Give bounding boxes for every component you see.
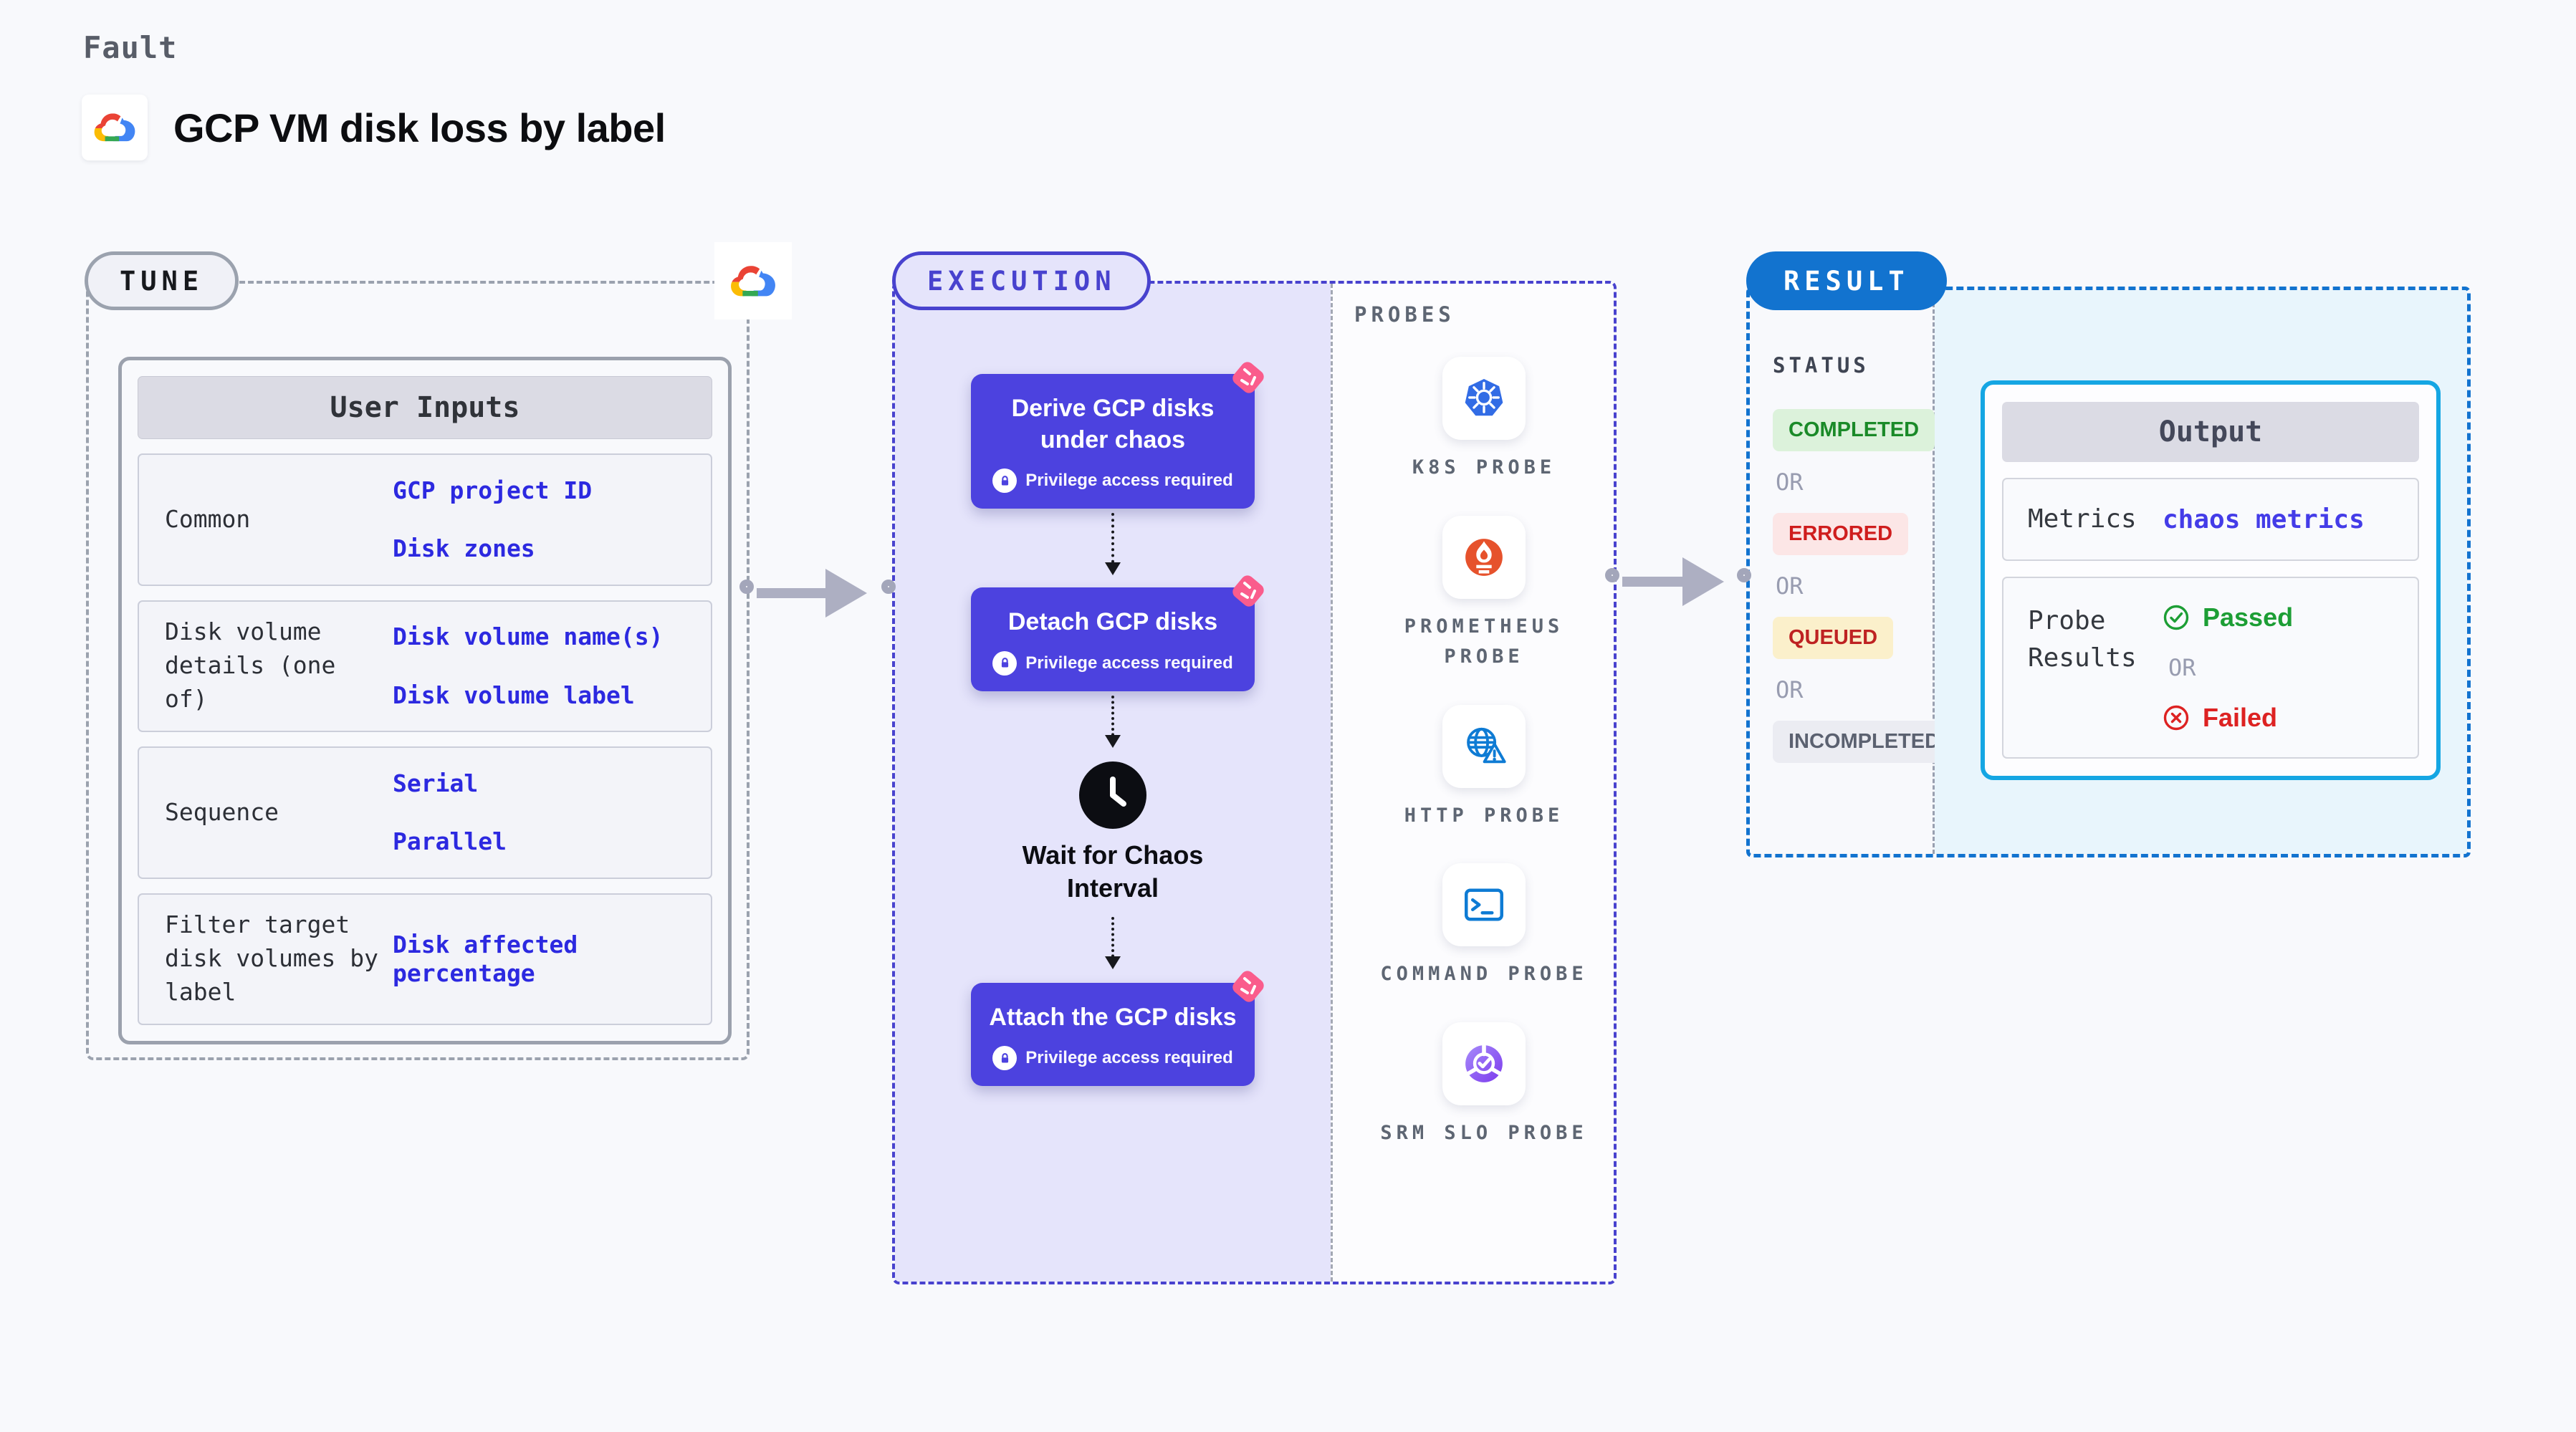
status-badge-queued: QUEUED — [1773, 617, 1894, 659]
fault-kicker: Fault — [83, 30, 178, 65]
status-list: COMPLETED OR ERRORED OR QUEUED OR INCOMP… — [1773, 409, 1956, 763]
probe-results-label: Probe Results — [2028, 606, 2137, 673]
probe-k8s: K8S PROBE — [1380, 357, 1588, 483]
privilege-label: Privilege access required — [1025, 653, 1233, 673]
privilege-note: Privilege access required — [992, 1046, 1233, 1071]
output-panel: Output Metrics chaos metrics Probe Resul… — [1981, 380, 2441, 780]
x-circle-icon — [2163, 705, 2189, 731]
status-heading: STATUS — [1773, 353, 1869, 378]
lock-icon — [992, 650, 1018, 676]
probes-list: K8S PROBE PROMETHEUS PROBE — [1354, 357, 1614, 1148]
check-circle-icon — [2163, 605, 2189, 630]
tune-badge: TUNE — [85, 251, 239, 310]
failed-label: Failed — [2203, 703, 2278, 732]
metrics-row: Metrics chaos metrics — [2002, 478, 2419, 561]
flow-arrow-down — [1105, 917, 1121, 970]
metrics-value: chaos metrics — [2163, 504, 2365, 534]
table-row: Filter target disk volumes by label Disk… — [138, 893, 712, 1025]
lock-icon — [992, 1046, 1018, 1071]
gcp-cloud-logo-icon — [714, 242, 792, 319]
tune-section — [86, 281, 750, 1060]
table-row: Disk volume details (one of) Disk volume… — [138, 600, 712, 732]
user-inputs-header: User Inputs — [138, 376, 712, 439]
probe-label: HTTP PROBE — [1404, 804, 1564, 827]
privilege-note: Privilege access required — [992, 468, 1233, 494]
row-value: Disk volume name(s) — [393, 623, 664, 651]
row-label: Disk volume details (one of) — [165, 618, 336, 713]
metrics-label: Metrics — [2028, 504, 2137, 534]
page-header: GCP VM disk loss by label — [82, 95, 666, 160]
output-header: Output — [2002, 402, 2419, 462]
probe-command: COMMAND PROBE — [1380, 863, 1588, 989]
status-column: STATUS COMPLETED OR ERRORED OR QUEUED OR… — [1750, 290, 1956, 854]
probes-panel: PROBES — [1331, 284, 1614, 1282]
row-label: Sequence — [165, 797, 279, 826]
probe-results-row: Probe Results Passed OR — [2002, 577, 2419, 759]
http-globe-icon — [1442, 704, 1526, 788]
probe-label: K8S PROBE — [1412, 456, 1556, 479]
kubernetes-icon — [1442, 357, 1526, 440]
privilege-note: Privilege access required — [992, 650, 1233, 676]
page-title: GCP VM disk loss by label — [173, 105, 666, 150]
gcp-cloud-logo-icon — [82, 95, 148, 160]
row-value: Serial — [393, 769, 479, 797]
probe-label: COMMAND PROBE — [1380, 963, 1588, 986]
status-badge-completed: COMPLETED — [1773, 409, 1935, 451]
clock-icon — [1079, 761, 1146, 829]
step-title: Derive GCP disks under chaos — [1011, 395, 1215, 454]
chaos-badge-icon — [1226, 964, 1270, 1012]
flow-arrow-down — [1105, 513, 1121, 576]
result-badge: RESULT — [1746, 251, 1947, 310]
or-label: OR — [1776, 468, 1804, 496]
status-badge-errored: ERRORED — [1773, 513, 1909, 555]
output-pane: Output Metrics chaos metrics Probe Resul… — [1935, 290, 2467, 854]
probe-srm-slo: SRM SLO PROBE — [1380, 1022, 1588, 1148]
row-value: GCP project ID — [393, 476, 593, 504]
or-label: OR — [2168, 654, 2196, 681]
table-row: Common GCP project ID Disk zones — [138, 453, 712, 586]
row-value: Parallel — [393, 827, 507, 856]
privilege-label: Privilege access required — [1025, 1048, 1233, 1068]
passed-line: Passed — [2163, 602, 2410, 633]
row-value: Disk affected percentage — [393, 931, 578, 987]
chaos-badge-icon — [1226, 355, 1270, 403]
execution-section: Derive GCP disks under chaos Privilege a… — [892, 281, 1617, 1284]
step-derive-gcp-disks: Derive GCP disks under chaos Privilege a… — [971, 362, 1264, 509]
probes-heading: PROBES — [1354, 302, 1455, 327]
probe-label: SRM SLO PROBE — [1380, 1122, 1588, 1145]
probe-http: HTTP PROBE — [1380, 704, 1588, 831]
terminal-icon — [1442, 863, 1526, 947]
step-attach-gcp-disks: Attach the GCP disks Privilege access re… — [971, 971, 1264, 1087]
row-label: Common — [165, 504, 251, 533]
tune-to-execution-arrow — [739, 566, 896, 620]
result-section: STATUS COMPLETED OR ERRORED OR QUEUED OR… — [1746, 287, 2471, 857]
slo-pie-icon — [1442, 1022, 1526, 1106]
probe-label: PROMETHEUS PROBE — [1404, 615, 1564, 668]
step-title: Attach the GCP disks — [989, 1004, 1237, 1032]
row-label: Filter target disk volumes by label — [165, 910, 379, 1006]
privilege-label: Privilege access required — [1025, 471, 1233, 491]
step-detach-gcp-disks: Detach GCP disks Privilege access requir… — [971, 575, 1264, 691]
row-value: Disk zones — [393, 534, 535, 563]
chaos-badge-icon — [1226, 569, 1270, 617]
probe-prometheus: PROMETHEUS PROBE — [1380, 515, 1588, 672]
step-title: Wait for Chaos Interval — [1022, 840, 1204, 903]
probes-to-result-arrow — [1605, 554, 1751, 609]
flow-arrow-down — [1105, 695, 1121, 748]
table-row: Sequence Serial Parallel — [138, 746, 712, 879]
row-value: Disk volume label — [393, 681, 635, 709]
prometheus-icon — [1442, 515, 1526, 599]
user-inputs-table: User Inputs Common GCP project ID Disk z… — [118, 357, 732, 1044]
status-badge-incompleted: INCOMPLETED — [1773, 721, 1956, 763]
step-title: Detach GCP disks — [1007, 608, 1218, 636]
execution-flow: Derive GCP disks under chaos Privilege a… — [895, 284, 1331, 1282]
passed-label: Passed — [2203, 602, 2294, 632]
or-label: OR — [1776, 676, 1804, 703]
execution-badge: EXECUTION — [892, 251, 1151, 310]
or-label: OR — [1776, 572, 1804, 600]
step-wait-for-chaos-interval: Wait for Chaos Interval — [991, 761, 1235, 906]
failed-line: Failed — [2163, 703, 2410, 733]
lock-icon — [992, 468, 1018, 494]
